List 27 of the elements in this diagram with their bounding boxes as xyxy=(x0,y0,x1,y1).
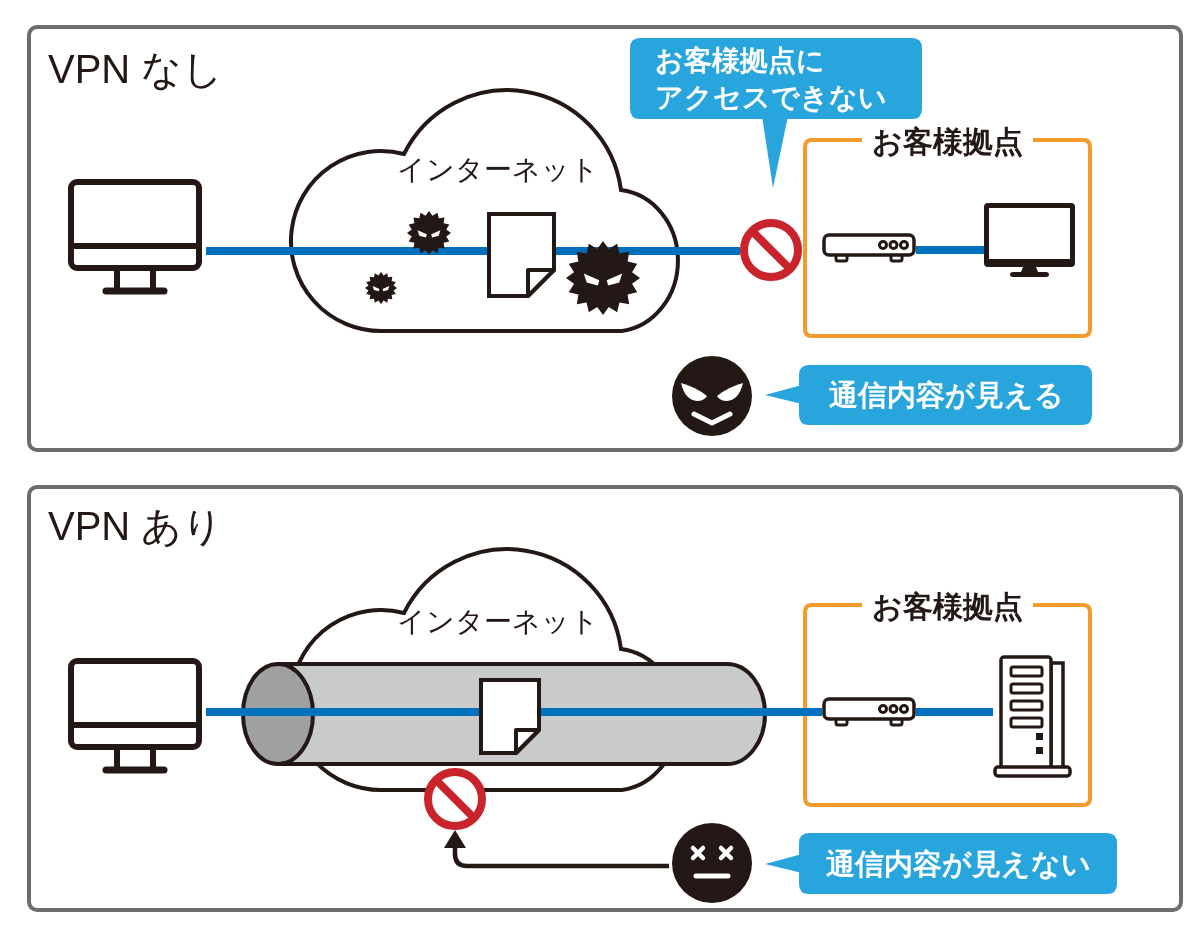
angry-face-icon xyxy=(672,356,752,436)
desktop-computer-icon xyxy=(68,179,202,295)
arrow xyxy=(444,830,669,869)
no-entry-icon xyxy=(424,768,486,830)
panel-title: VPN あり xyxy=(48,504,224,548)
no-entry-icon xyxy=(740,219,802,281)
desktop-computer-icon xyxy=(68,658,202,774)
panel-title: VPN なし xyxy=(48,47,224,91)
monitor-icon xyxy=(984,203,1075,277)
server-icon xyxy=(993,655,1072,778)
cloud-label: インターネット xyxy=(397,605,599,639)
x-eyes-face-icon xyxy=(672,823,752,903)
panel xyxy=(27,485,1183,912)
router-icon xyxy=(822,697,916,727)
document-icon xyxy=(487,212,556,298)
bubble-text: 通信内容が見えない xyxy=(825,847,1091,882)
frame-title: お客様拠点 xyxy=(872,124,1023,160)
bubble-text: お客様拠点にアクセスできない xyxy=(655,44,888,115)
cloud-label: インターネット xyxy=(397,153,599,187)
connection-line xyxy=(556,247,740,255)
connection-line xyxy=(206,247,487,255)
panel xyxy=(27,25,1183,452)
bubble-text: 通信内容が見える xyxy=(828,378,1064,413)
connection-line xyxy=(916,246,984,254)
router-icon xyxy=(822,233,916,263)
frame-title: お客様拠点 xyxy=(872,589,1023,625)
document-icon xyxy=(479,678,541,755)
